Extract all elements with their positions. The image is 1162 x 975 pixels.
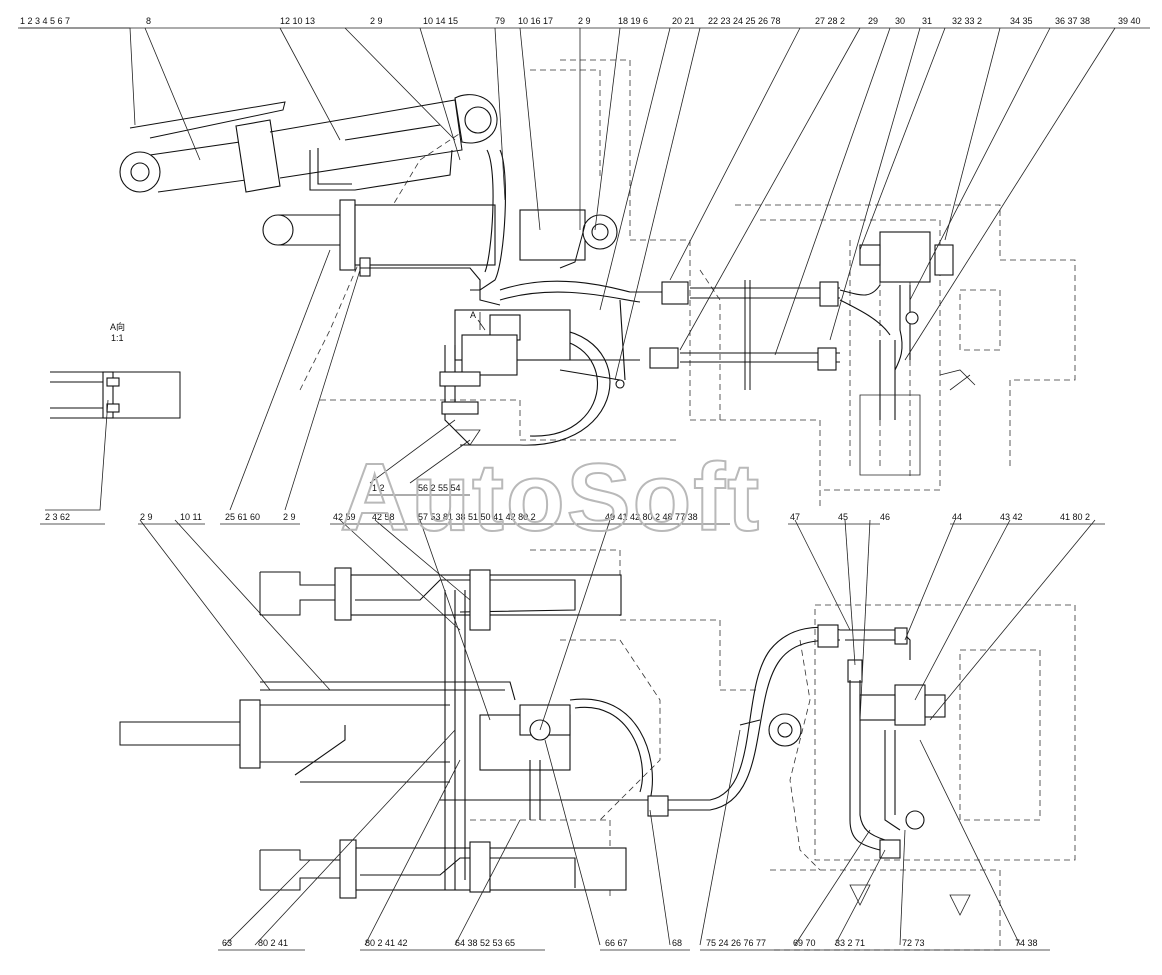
callout-mid-upper-2: 25 61 60	[225, 512, 260, 522]
callout-top-1: 1 2 3 4 5 6 7	[20, 16, 70, 26]
callout-detail-a: 2 3 62	[45, 512, 70, 522]
callout-top-2: 8	[146, 16, 151, 26]
callout-bottom-10: 72 73	[902, 938, 925, 948]
callout-mid-1: 2 9	[140, 512, 153, 522]
callout-top-3: 12 10 13	[280, 16, 315, 26]
callout-bottom-5: 66 67	[605, 938, 628, 948]
callout-bottom-7: 75 24 26 76 77	[706, 938, 766, 948]
callout-top-14: 30	[895, 16, 905, 26]
callout-top-13: 29	[868, 16, 878, 26]
callout-top-18: 36 37 38	[1055, 16, 1090, 26]
watermark: AutoSoft	[340, 444, 761, 551]
leader-lines	[20, 27, 1116, 946]
callout-mid-4: 42 58	[372, 512, 395, 522]
callout-top-4: 2 9	[370, 16, 383, 26]
callout-mid-upper-5: 56 2 55 54	[418, 483, 461, 493]
callout-mid-12: 41 80 2	[1060, 512, 1090, 522]
view-annotations: A A向 1:1	[110, 310, 486, 343]
main-cylinder-upper	[262, 199, 618, 277]
callout-mid-7: 47	[790, 512, 800, 522]
label-underlines	[18, 27, 1150, 951]
pivot-lower	[739, 713, 802, 747]
callout-mid-9: 46	[880, 512, 890, 522]
callout-bottom-2: 80 2 41	[258, 938, 288, 948]
callout-top-5: 10 14 15	[423, 16, 458, 26]
callout-top-17: 34 35	[1010, 16, 1033, 26]
callout-top-15: 31	[922, 16, 932, 26]
view-marker-a: A	[470, 310, 476, 320]
callout-mid-3: 42 59	[333, 512, 356, 522]
detail-title: A向	[110, 321, 125, 332]
callout-mid-5: 57 53 81 38 51 50 41 42 80 2	[418, 512, 536, 522]
callouts-mid-row: 2 9 10 11 42 59 42 58 57 53 81 38 51 50 …	[140, 512, 1090, 522]
callout-top-6: 79	[495, 16, 505, 26]
callout-top-9: 18 19 6	[618, 16, 648, 26]
callout-mid-8: 45	[838, 512, 848, 522]
callout-mid-11: 43 42	[1000, 512, 1023, 522]
callout-top-11: 22 23 24 25 26 78	[708, 16, 781, 26]
callout-bottom-8: 69 70	[793, 938, 816, 948]
callout-mid-2: 10 11	[180, 512, 202, 522]
callout-bottom-1: 63	[222, 938, 232, 948]
callout-mid-10: 44	[952, 512, 962, 522]
detail-scale: 1:1	[111, 333, 124, 343]
pipe-network-upper	[360, 149, 840, 446]
detail-view-a	[50, 371, 181, 419]
pump-assembly-lower	[817, 624, 971, 916]
callout-bottom-9: 33 2 71	[835, 938, 865, 948]
callouts-bottom: 63 80 2 41 80 2 41 42 64 38 52 53 65 66 …	[222, 938, 1038, 948]
callout-mid-upper-3: 2 9	[283, 512, 296, 522]
callout-bottom-6: 68	[672, 938, 682, 948]
callouts-mid-upper: 2 3 62 25 61 60 2 9 1 2 56 2 55 54	[45, 483, 461, 522]
callout-top-16: 32 33 2	[952, 16, 982, 26]
callout-bottom-3: 80 2 41 42	[365, 938, 408, 948]
callouts-top: 1 2 3 4 5 6 7 8 12 10 13 2 9 10 14 15 79…	[20, 16, 1141, 26]
pump-assembly-upper	[839, 231, 976, 476]
callout-bottom-11: 74 38	[1015, 938, 1038, 948]
callout-top-19: 39 40	[1118, 16, 1141, 26]
boom-cylinder-upper	[119, 94, 498, 193]
callout-top-10: 20 21	[672, 16, 695, 26]
callout-mid-upper-4: 1 2	[372, 483, 385, 493]
callout-top-7: 10 16 17	[518, 16, 553, 26]
callout-top-12: 27 28 2	[815, 16, 845, 26]
callout-mid-6: 49 41 42 80 2 48 77 38	[605, 512, 698, 522]
callout-top-8: 2 9	[578, 16, 591, 26]
manifold-lower	[440, 569, 841, 893]
callout-bottom-4: 64 38 52 53 65	[455, 938, 515, 948]
